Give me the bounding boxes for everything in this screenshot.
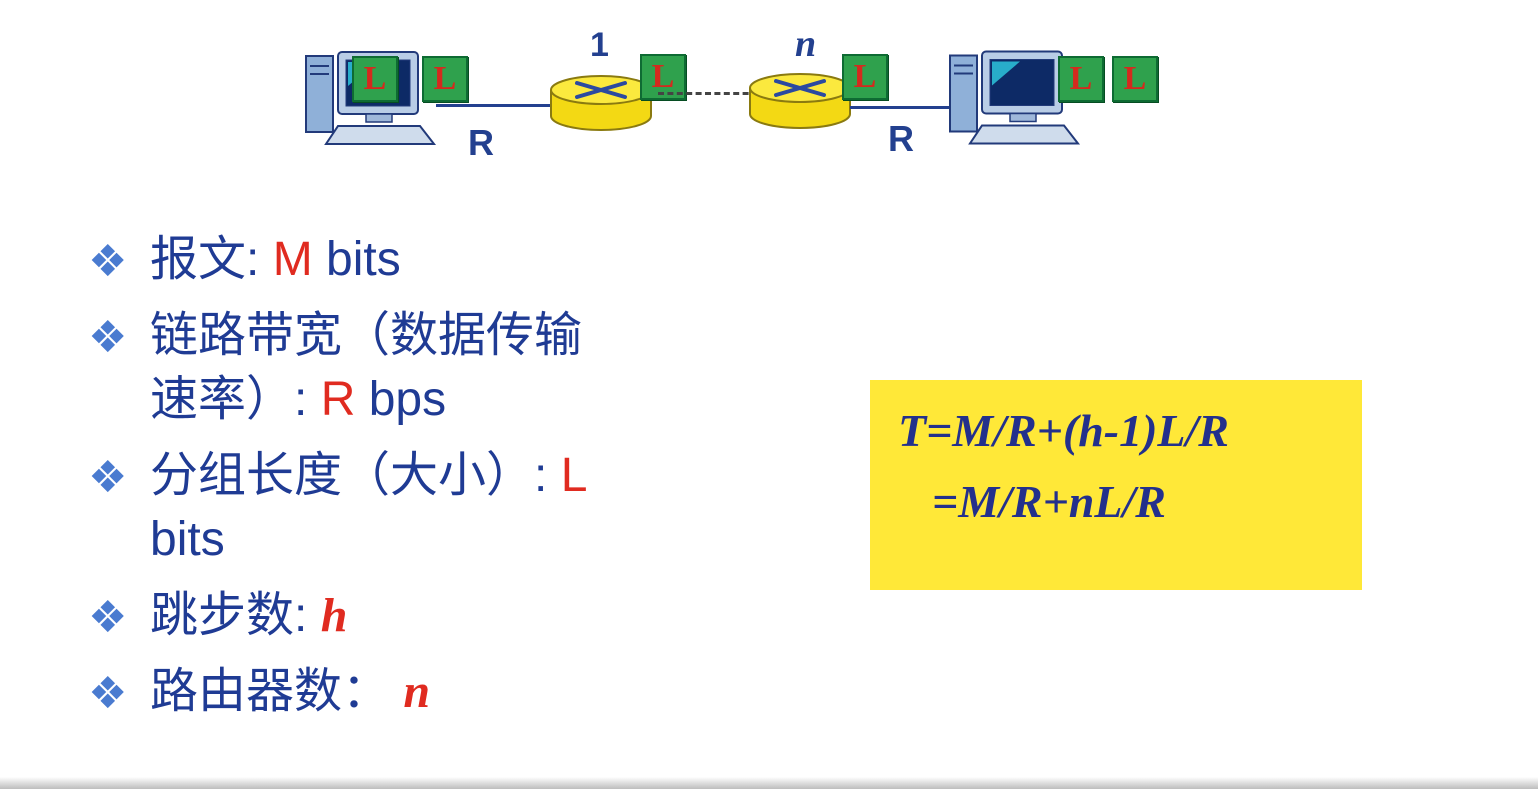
formula-line-1: T=M/R+(h-1)L/R	[898, 405, 1229, 456]
formula-line-2: =M/R+nL/R	[932, 476, 1166, 527]
dashed-line	[658, 92, 758, 95]
packet-l: L	[352, 56, 398, 102]
packet-l: L	[1058, 56, 1104, 102]
packet-l: L	[1112, 56, 1158, 102]
bullet-text: 路由器数：	[150, 665, 404, 718]
router-icon	[749, 73, 851, 129]
diamond-bullet-icon: ❖	[88, 668, 128, 719]
bullet-hop-count: ❖ 跳步数: h	[88, 584, 788, 648]
bullet-packet-length: ❖ 分组长度（大小）: L bits	[88, 444, 788, 572]
bullet-text: bits	[312, 233, 401, 286]
bullet-list: ❖ 报文: M bits ❖ 链路带宽（数据传输 速率）: R bps ❖ 分组…	[88, 228, 788, 736]
variable-l: L	[560, 449, 588, 502]
diamond-bullet-icon: ❖	[88, 452, 128, 503]
variable-r: R	[320, 373, 356, 426]
bullet-text: bits	[150, 513, 225, 566]
link-line-right	[850, 106, 960, 109]
variable-h: h	[320, 589, 348, 642]
bullet-text: 分组长度（大小）:	[150, 449, 561, 502]
link-rate-label-left: R	[468, 122, 494, 163]
bullet-text: 链路带宽（数据传输 速率）:	[150, 309, 583, 426]
router1-number: 1	[590, 26, 609, 64]
bottom-edge	[0, 777, 1538, 789]
variable-n: n	[403, 665, 431, 718]
bullet-text: 跳步数:	[150, 589, 321, 642]
variable-m: M	[272, 233, 313, 286]
diamond-bullet-icon: ❖	[88, 236, 128, 287]
link-line-left	[436, 104, 558, 107]
diamond-bullet-icon: ❖	[88, 592, 128, 643]
formula-box: T=M/R+(h-1)L/R =M/R+nL/R	[870, 380, 1362, 590]
packet-l: L	[422, 56, 468, 102]
bullet-message-size: ❖ 报文: M bits	[88, 228, 788, 292]
bullet-text: bps	[355, 373, 447, 426]
packet-l: L	[842, 54, 888, 100]
bullet-link-bandwidth: ❖ 链路带宽（数据传输 速率）: R bps	[88, 304, 788, 432]
network-diagram: L L R 1 L n L	[0, 0, 1538, 190]
link-rate-label-right: R	[888, 118, 914, 159]
bullet-router-count: ❖ 路由器数： n	[88, 660, 788, 724]
routern-number: n	[795, 23, 817, 65]
router-icon	[550, 75, 652, 131]
diamond-bullet-icon: ❖	[88, 312, 128, 363]
bullet-text: 报文:	[150, 233, 273, 286]
